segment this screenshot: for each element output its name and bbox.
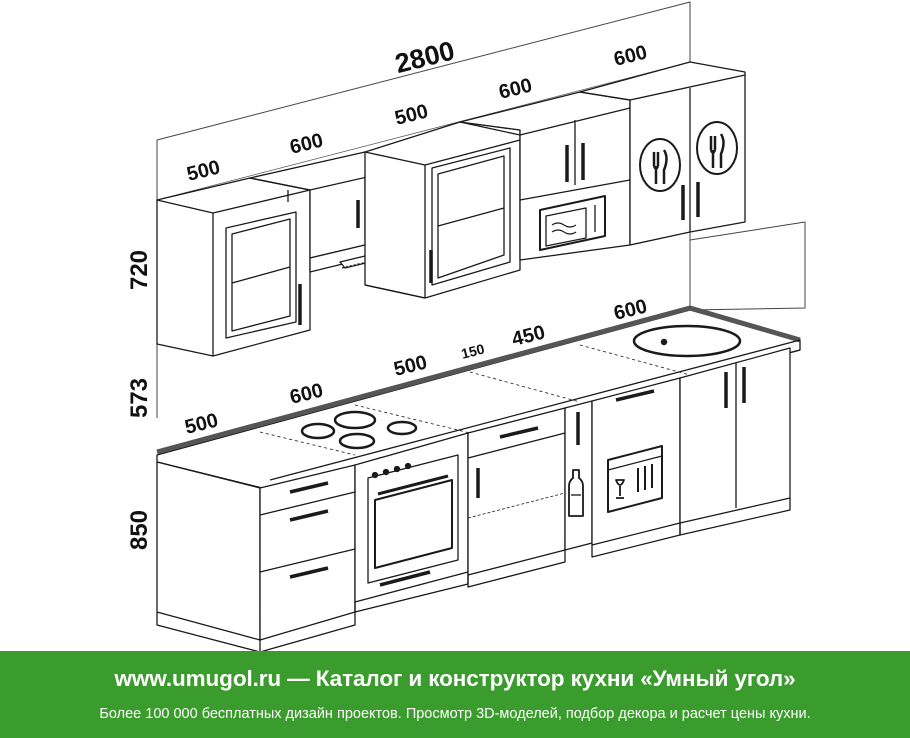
upper-cabinet-1 <box>156 177 311 357</box>
upper-width-label-4: 600 <box>497 74 535 103</box>
footer-banner: www.umugol.ru — Каталог и конструктор ку… <box>0 651 910 738</box>
kitchen-drawing: 2800 500 600 500 600 600 500 600 500 150… <box>126 1 806 651</box>
height-label-upper: 720 <box>126 250 153 290</box>
dimension-lines <box>156 1 691 201</box>
banner-title[interactable]: www.umugol.ru — Каталог и конструктор ку… <box>114 666 796 691</box>
height-label-lower: 850 <box>126 510 153 550</box>
upper-cabinet-3 <box>364 121 521 299</box>
upper-width-label-1: 500 <box>185 156 223 185</box>
base-cabinet-1 <box>156 461 356 651</box>
lower-width-label-2: 600 <box>288 379 326 408</box>
upper-cabinet-5 <box>579 61 746 246</box>
base-cabinet-6 <box>679 347 791 536</box>
sink <box>632 324 742 358</box>
lower-width-label-3: 500 <box>392 351 430 380</box>
upper-width-label-5: 600 <box>612 41 650 70</box>
base-cabinet-5-dishwasher <box>591 377 681 558</box>
base-cabinet-4-bottle <box>564 400 593 551</box>
banner-subtitle: Более 100 000 бесплатных дизайн проектов… <box>99 706 811 722</box>
upper-width-label-2: 600 <box>288 129 326 158</box>
base-cabinet-2-oven <box>354 432 469 613</box>
base-cabinet-3 <box>467 407 566 588</box>
upper-width-label-3: 500 <box>393 100 431 129</box>
lower-width-label-4: 150 <box>460 341 487 362</box>
upper-cabinet-4 <box>459 91 631 261</box>
height-label-middle: 573 <box>126 378 153 418</box>
cooktop-burners <box>300 410 418 450</box>
total-width-label: 2800 <box>392 35 458 79</box>
